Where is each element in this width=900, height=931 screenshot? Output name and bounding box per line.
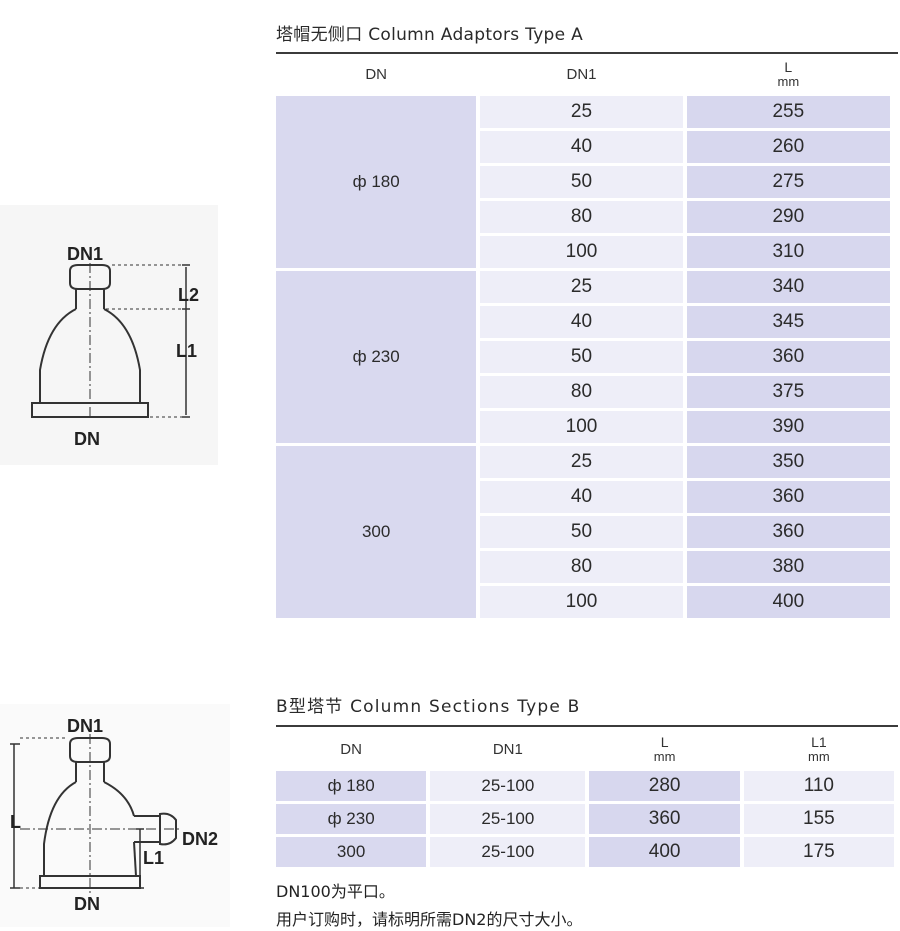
table-row: 100 310: [276, 236, 890, 268]
header-dn1: DN1: [430, 730, 586, 768]
table-row: 40 360: [276, 481, 890, 513]
cell-dn: ф 180: [276, 771, 427, 801]
table-a-top-rule: [276, 52, 898, 54]
header-l-unit: mm: [777, 74, 800, 89]
cell-l: 260: [686, 131, 890, 163]
cell-dn1: 40: [480, 131, 683, 163]
table-row: 80 380: [276, 551, 890, 583]
header-l: L mm: [686, 55, 890, 93]
cell-l: 400: [686, 586, 890, 618]
table-row: 80 375: [276, 376, 890, 408]
header-l1-unit: mm: [808, 749, 830, 764]
cell-l: 360: [686, 516, 890, 548]
cell-dn1: 25-100: [430, 837, 586, 867]
cell-l: 390: [686, 411, 890, 443]
table-row: ф 180 25-100 280 110: [276, 771, 894, 801]
diagram-column-adaptor-type-a: DN1 L2 L1 DN: [0, 205, 218, 465]
diagram-a-drawing: DN1 L2 L1 DN: [31, 244, 199, 449]
header-l-label: L: [660, 734, 669, 750]
cell-dn1: 80: [480, 201, 683, 233]
diagram-b-drawing: DN1 L DN2 L1 DN: [10, 716, 218, 914]
cell-l: 290: [686, 201, 890, 233]
cell-l1: 175: [743, 837, 894, 867]
table-row: 40 345: [276, 306, 890, 338]
cell-l: 375: [686, 376, 890, 408]
cell-dn: 300: [276, 837, 427, 867]
cell-dn1: 25-100: [430, 771, 586, 801]
cell-dn1: 80: [480, 551, 683, 583]
diagram-b-label-dn: DN: [74, 894, 100, 914]
table-row: 50 360: [276, 516, 890, 548]
cell-dn1: 25-100: [430, 804, 586, 834]
diagram-a-label-l2: L2: [178, 285, 199, 305]
cell-l: 360: [686, 341, 890, 373]
note-flat-mouth: DN100为平口。: [276, 882, 395, 901]
header-l-label: L: [784, 59, 793, 75]
cell-dn1: 50: [480, 341, 683, 373]
header-l-unit: mm: [653, 749, 676, 764]
cell-dn1: 25: [480, 446, 683, 478]
table-column-sections-type-b: DN DN1 L mm L1 mm ф 180 25-100 280 110 ф…: [272, 727, 898, 870]
cell-l: 345: [686, 306, 890, 338]
cell-dn: 300: [276, 446, 477, 618]
cell-l: 400: [589, 837, 740, 867]
table-row: ф 230 25-100 360 155: [276, 804, 894, 834]
cell-dn1: 50: [480, 166, 683, 198]
table-row: 300 25 350: [276, 446, 890, 618]
cell-l: 310: [686, 236, 890, 268]
cell-dn1: 40: [480, 481, 683, 513]
header-dn: DN: [276, 55, 477, 93]
table-row: 300 25-100 400 175: [276, 837, 894, 867]
diagram-b-label-dn2: DN2: [182, 829, 218, 849]
cell-dn1: 100: [480, 236, 683, 268]
cell-dn1: 80: [480, 376, 683, 408]
table-column-adaptors-type-a: DN DN1 L mm ф 180 25 255 40 260 50 275 8…: [272, 52, 894, 621]
table-a-header-row: DN DN1 L mm: [276, 55, 890, 93]
header-l1: L1 mm: [743, 730, 894, 768]
cell-l: 360: [589, 804, 740, 834]
cell-l: 360: [686, 481, 890, 513]
cell-l1: 155: [743, 804, 894, 834]
table-row: 80 290: [276, 201, 890, 233]
cell-dn: ф 230: [276, 271, 477, 443]
cell-dn1: 25: [480, 96, 683, 128]
diagram-b-label-dn1: DN1: [67, 716, 103, 736]
header-l: L mm: [589, 730, 740, 768]
cell-dn1: 50: [480, 516, 683, 548]
diagram-b-label-l: L: [10, 812, 21, 832]
diagram-b-label-l1: L1: [143, 848, 164, 868]
cell-dn1: 100: [480, 411, 683, 443]
table-b-header-row: DN DN1 L mm L1 mm: [276, 730, 894, 768]
cell-l: 280: [589, 771, 740, 801]
header-dn: DN: [276, 730, 427, 768]
diagram-a-label-l1: L1: [176, 341, 197, 361]
note-order-instructions: 用户订购时，请标明所需DN2的尺寸大小。: [276, 910, 583, 929]
diagram-a-label-dn1: DN1: [67, 244, 103, 264]
cell-l: 350: [686, 446, 890, 478]
table-row: 50 275: [276, 166, 890, 198]
table-row: 100 400: [276, 586, 890, 618]
table-row: 100 390: [276, 411, 890, 443]
table-row: ф 230 25 340: [276, 271, 890, 443]
table-row: ф 180 25 255: [276, 96, 890, 268]
header-l1-label: L1: [811, 734, 827, 750]
cell-l1: 110: [743, 771, 894, 801]
section-a-title: 塔帽无侧口 Column Adaptors Type A: [276, 25, 584, 45]
section-b-title: B型塔节 Column Sections Type B: [276, 697, 581, 717]
cell-l: 255: [686, 96, 890, 128]
header-dn1: DN1: [480, 55, 683, 93]
diagram-column-section-type-b: DN1 L DN2 L1 DN: [0, 704, 230, 927]
cell-dn: ф 180: [276, 96, 477, 268]
diagram-a-label-dn: DN: [74, 429, 100, 449]
cell-dn1: 25: [480, 271, 683, 303]
cell-l: 275: [686, 166, 890, 198]
cell-dn: ф 230: [276, 804, 427, 834]
table-row: 50 360: [276, 341, 890, 373]
cell-dn1: 100: [480, 586, 683, 618]
table-b-top-rule: [276, 725, 898, 727]
cell-dn1: 40: [480, 306, 683, 338]
table-row: 40 260: [276, 131, 890, 163]
cell-l: 380: [686, 551, 890, 583]
cell-l: 340: [686, 271, 890, 303]
